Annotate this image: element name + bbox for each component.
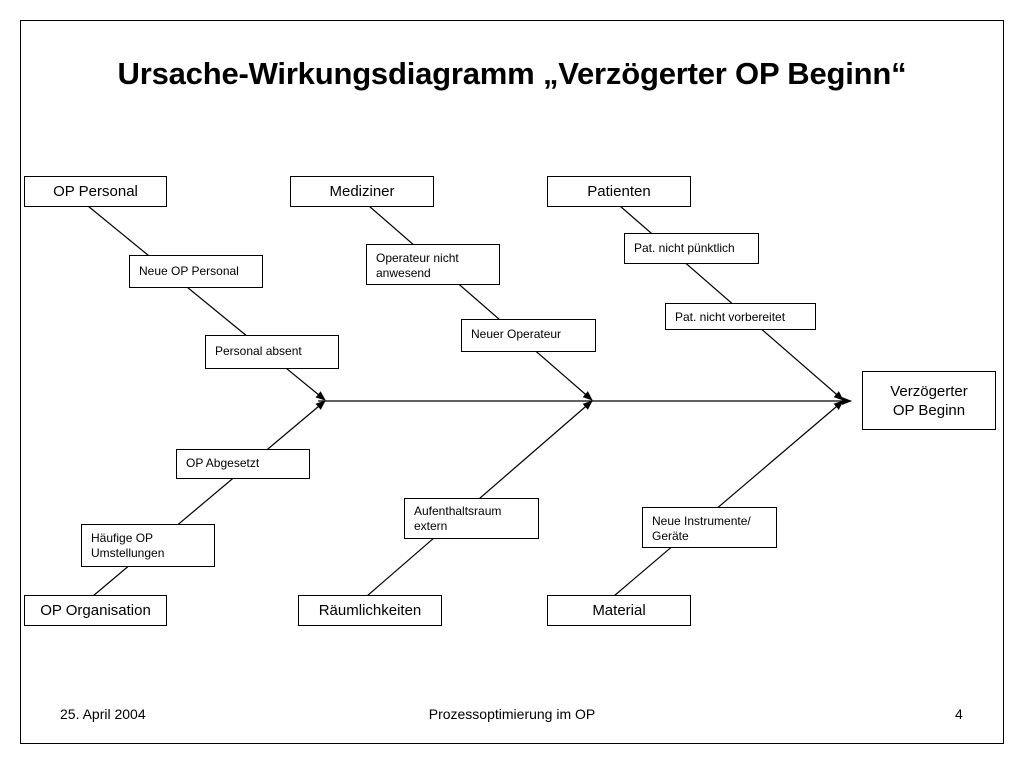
category-raeumlichkeiten: Räumlichkeiten bbox=[298, 595, 442, 626]
bone-op-personal bbox=[87, 205, 326, 401]
category-op-organisation: OP Organisation bbox=[24, 595, 167, 626]
cause-haeufige-op-umstellungen: Häufige OP Umstellungen bbox=[81, 524, 215, 567]
cause-neue-op-personal: Neue OP Personal bbox=[129, 255, 263, 288]
cause-operateur-nicht-anwesend: Operateur nicht anwesend bbox=[366, 244, 500, 285]
cause-neuer-operateur: Neuer Operateur bbox=[461, 319, 596, 352]
cause-aufenthaltsraum-extern: Aufenthaltsraum extern bbox=[404, 498, 539, 539]
category-op-personal: OP Personal bbox=[24, 176, 167, 207]
cause-neue-instrumente-geraete: Neue Instrumente/ Geräte bbox=[642, 507, 777, 548]
cause-personal-absent: Personal absent bbox=[205, 335, 339, 369]
bone-material bbox=[613, 400, 844, 597]
category-patienten: Patienten bbox=[547, 176, 691, 207]
cause-pat-nicht-puenktlich: Pat. nicht pünktlich bbox=[624, 233, 759, 264]
footer-page-number: 4 bbox=[955, 706, 963, 722]
category-mediziner: Mediziner bbox=[290, 176, 434, 207]
cause-pat-nicht-vorbereitet: Pat. nicht vorbereitet bbox=[665, 303, 816, 330]
slide-frame bbox=[20, 20, 1004, 744]
bone-mediziner bbox=[368, 205, 593, 401]
slide-title: Ursache-Wirkungsdiagramm „Verzögerter OP… bbox=[117, 56, 907, 91]
effect-box: Verzögerter OP Beginn bbox=[862, 371, 996, 430]
cause-op-abgesetzt: OP Abgesetzt bbox=[176, 449, 310, 479]
category-material: Material bbox=[547, 595, 691, 626]
footer-title: Prozessoptimierung im OP bbox=[428, 706, 596, 722]
footer-date: 25. April 2004 bbox=[60, 706, 146, 722]
